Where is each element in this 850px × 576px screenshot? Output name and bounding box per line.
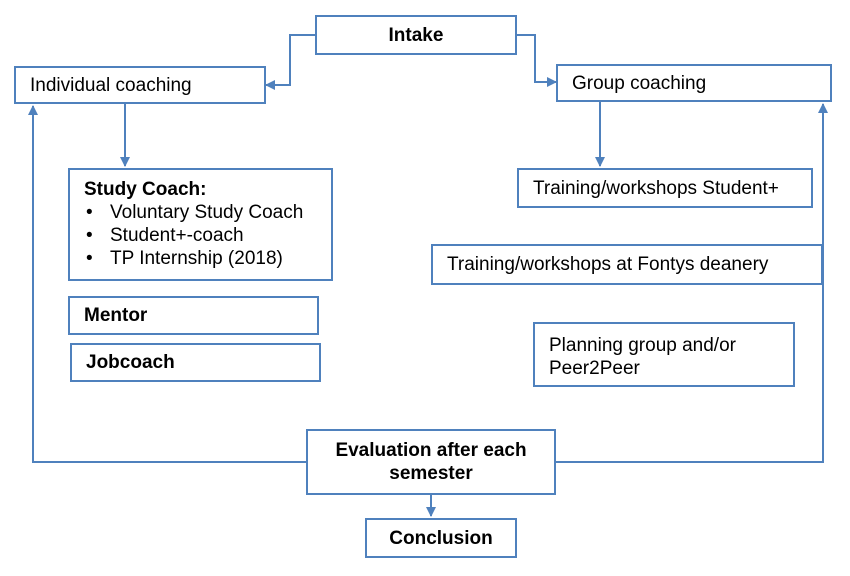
training-fontys-label: Training/workshops at Fontys deanery (447, 254, 769, 275)
group-coaching-label: Group coaching (572, 72, 707, 94)
intake-node: Intake (315, 15, 517, 55)
training-fontys-node: Training/workshops at Fontys deanery (431, 244, 823, 285)
planning-group-line-1: Planning group and/or (549, 335, 736, 356)
training-student-plus-label: Training/workshops Student+ (533, 177, 779, 199)
training-student-plus-node: Training/workshops Student+ (517, 168, 813, 208)
study-coach-node: Study Coach: Voluntary Study Coach Stude… (68, 168, 333, 281)
study-coach-list: Voluntary Study Coach Student+-coach TP … (84, 201, 331, 270)
study-coach-item: Student+-coach (84, 224, 331, 247)
evaluation-node: Evaluation after each semester (306, 429, 556, 495)
conclusion-node: Conclusion (365, 518, 517, 558)
mentor-node: Mentor (68, 296, 319, 335)
individual-coaching-node: Individual coaching (14, 66, 266, 104)
planning-group-node: Planning group and/or Peer2Peer (533, 322, 795, 387)
planning-group-line-2: Peer2Peer (549, 358, 640, 379)
intake-label: Intake (388, 24, 444, 46)
conclusion-label: Conclusion (389, 527, 493, 549)
study-coach-item: Voluntary Study Coach (84, 201, 331, 224)
edge-intake-to-individual (265, 34, 315, 90)
edge-evaluation-to-group (556, 103, 828, 463)
evaluation-line-1: Evaluation after each (335, 440, 527, 461)
jobcoach-node: Jobcoach (70, 343, 321, 382)
study-coach-item: TP Internship (2018) (84, 247, 331, 270)
group-coaching-node: Group coaching (556, 64, 832, 102)
study-coach-title: Study Coach: (84, 179, 207, 200)
mentor-label: Mentor (84, 305, 148, 326)
evaluation-line-2: semester (389, 463, 473, 484)
edge-intake-to-group (517, 34, 557, 87)
individual-coaching-label: Individual coaching (30, 74, 192, 96)
edge-evaluation-to-individual (28, 105, 306, 463)
jobcoach-label: Jobcoach (86, 352, 175, 373)
